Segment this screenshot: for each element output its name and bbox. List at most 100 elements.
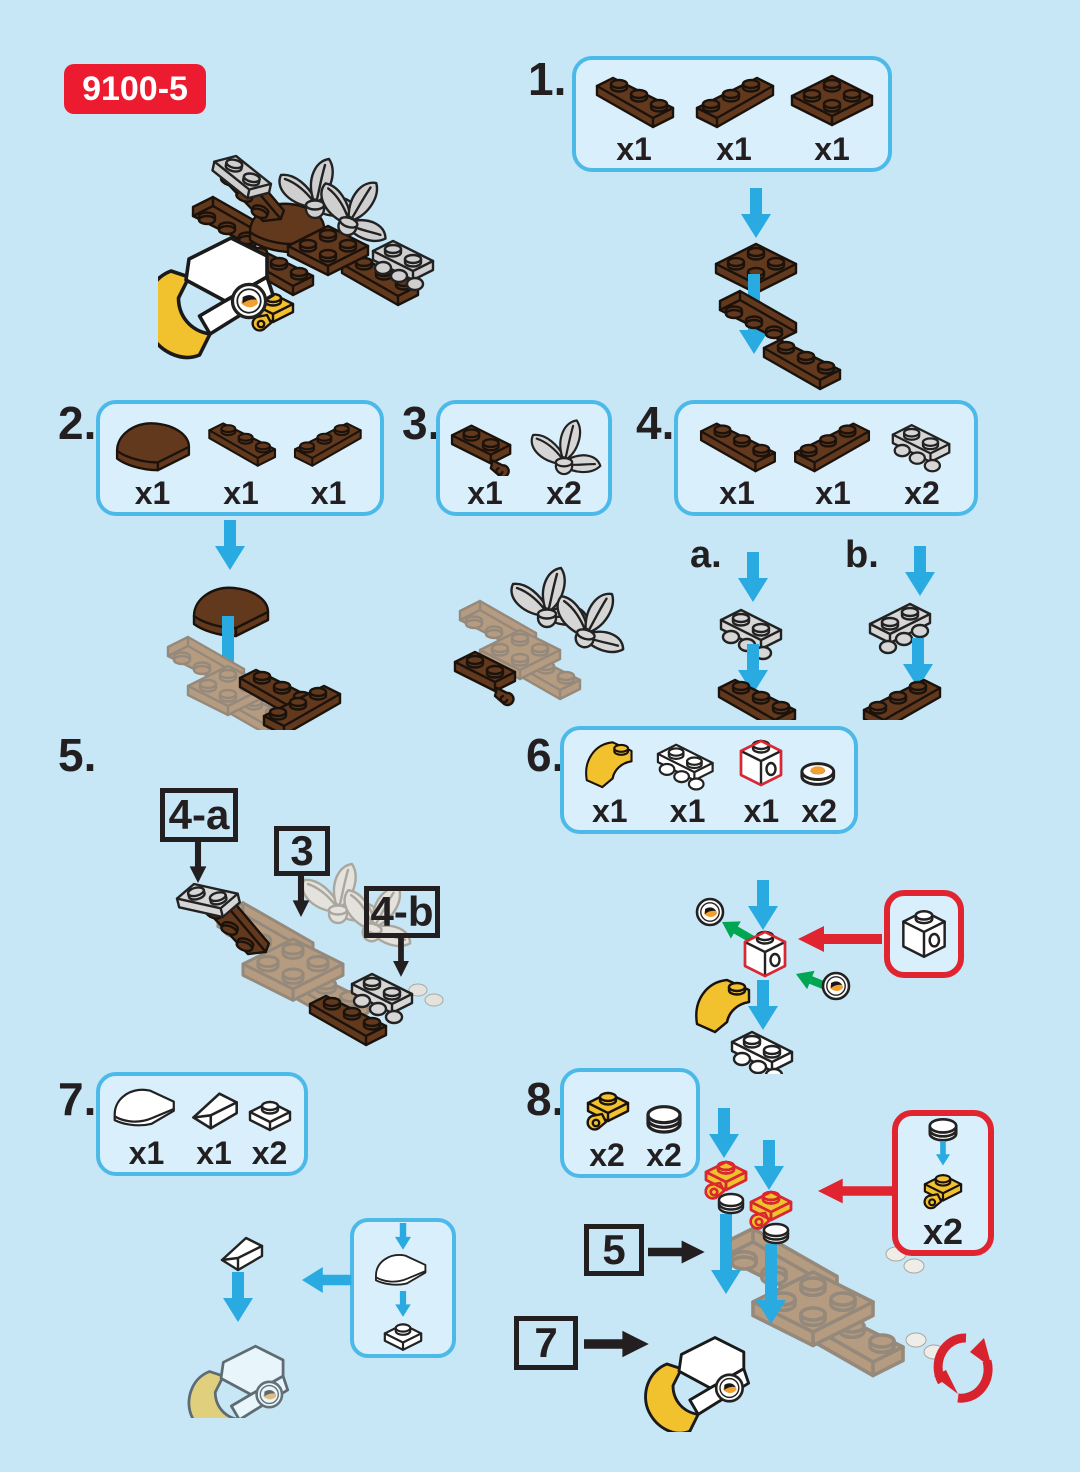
step1-number: 1. <box>528 53 567 105</box>
step6-assembly-diagram <box>672 880 851 1074</box>
part-qty: x1 <box>223 475 259 511</box>
white-feather-plate-icon <box>650 732 726 794</box>
eye-tile-face-icon <box>695 897 725 927</box>
step4a-label: a. <box>690 534 722 576</box>
step4b-label: b. <box>845 534 879 576</box>
step3-number: 3. <box>402 397 441 449</box>
step3-parts-box: x1 x2 <box>436 400 612 516</box>
step1-parts-box: x1 x1 x1 <box>572 56 892 172</box>
ref-label: 7 <box>534 1319 558 1366</box>
white-curved-slope-icon <box>113 1088 175 1127</box>
part-qty: x1 <box>814 131 850 167</box>
white-headlight-brick-icon <box>740 739 783 787</box>
white-curved-slope-icon <box>375 1253 427 1286</box>
brown-2x2-plate-icon <box>786 66 878 132</box>
brown-right-wedge-plate-icon <box>686 66 782 132</box>
blue-down-arrow-icon <box>738 552 768 602</box>
blue-down-arrow-icon <box>935 1142 951 1166</box>
part-qty: x2 <box>801 793 837 829</box>
step2-parts-box: x1 x1 x1 <box>96 400 384 516</box>
blue-down-arrow-icon <box>215 520 245 570</box>
red-arrow-icon <box>818 1178 898 1204</box>
callout-qty: x2 <box>922 1211 964 1252</box>
brown-left-wedge-plate-icon <box>199 414 283 476</box>
blue-down-arrow-icon <box>748 880 778 930</box>
gray-plume-icon <box>530 419 602 476</box>
step8-ref-7-box: 7 <box>514 1316 578 1370</box>
part-qty: x1 <box>467 475 503 511</box>
brown-left-wedge-plate-icon <box>586 66 682 132</box>
step5-ref-4b-box: 4-b <box>364 886 440 938</box>
part-qty: x1 <box>716 131 752 167</box>
part-qty: x1 <box>128 1135 165 1171</box>
brown-clip-plate-icon <box>446 414 524 476</box>
black-down-arrow-icon <box>292 876 310 918</box>
black-right-arrow-icon <box>648 1240 705 1264</box>
ghost-body-underside <box>723 1229 903 1376</box>
brown-right-wedge-plate-icon <box>287 414 371 476</box>
part-qty: x2 <box>251 1135 288 1171</box>
step4b-assembly-diagram <box>828 546 998 720</box>
part-qty: x1 <box>134 475 171 511</box>
step3-assembly-diagram <box>415 566 639 722</box>
step4a-assembly-diagram <box>683 552 838 720</box>
brown-right-wedge-plate-icon <box>790 412 876 476</box>
ref-label: 3 <box>290 827 314 874</box>
white-1x1-plate-icon <box>380 1318 426 1354</box>
finished-model-preview <box>158 126 470 378</box>
step4-parts-box: x1 x1 x2 <box>674 400 978 516</box>
rotate-model-icon <box>933 1333 993 1403</box>
blue-down-arrow-icon <box>905 546 935 596</box>
eye-tile-face-icon <box>821 971 851 1001</box>
brown-curved-slope-icon <box>115 422 190 472</box>
black-right-arrow-icon <box>584 1330 649 1358</box>
part-qty: x1 <box>310 475 347 511</box>
step5-ref-4a-box: 4-a <box>160 788 238 842</box>
yellow-clip-plate-icon <box>914 1167 972 1214</box>
step4-number: 4. <box>636 397 675 449</box>
ref-label: 5 <box>602 1226 626 1273</box>
step1-assembly-diagram <box>630 188 960 397</box>
white-headlight-brick-icon <box>895 902 953 966</box>
ghost-plumes <box>301 862 444 1007</box>
blue-down-arrow-icon <box>709 1108 739 1158</box>
step7-callout-box <box>350 1218 456 1358</box>
black-down-arrow-icon <box>393 938 409 977</box>
blue-down-arrow-icon <box>394 1222 412 1250</box>
part-qty: x2 <box>646 1137 682 1173</box>
step2-assembly-diagram <box>128 520 378 730</box>
white-1x1-plate-icon <box>246 1094 294 1136</box>
part-qty: x1 <box>592 793 628 829</box>
step8-red-callout: x2 <box>892 1110 994 1256</box>
yellow-curved-slope-icon <box>577 732 643 794</box>
eye-tile-icon <box>801 762 835 786</box>
step7-assembly-diagram <box>178 1236 338 1418</box>
part-qty: x2 <box>589 1137 625 1173</box>
part-qty: x1 <box>743 793 780 829</box>
step6-parts-box: x1 x1 x1 x2 <box>560 726 858 834</box>
set-number: 9100-5 <box>82 69 188 108</box>
part-qty: x1 <box>616 131 652 167</box>
ref-label: 4-a <box>168 791 230 838</box>
step8-ref-5-box: 5 <box>584 1224 644 1276</box>
ref-label: 4-b <box>370 888 434 935</box>
part-qty: x1 <box>196 1135 232 1171</box>
white-slope-icon <box>192 1092 238 1130</box>
black-down-arrow-icon <box>189 842 207 884</box>
step5-number: 5. <box>58 729 97 781</box>
part-qty: x2 <box>904 475 940 511</box>
blue-down-arrow-icon <box>395 1290 411 1317</box>
step7-parts-box: x1 x1 x2 <box>96 1072 308 1176</box>
red-arrow-icon <box>798 926 882 952</box>
step7-number: 7. <box>58 1073 97 1125</box>
blue-down-arrow-icon <box>741 188 771 238</box>
blue-left-arrow-icon <box>302 1267 352 1293</box>
step8-parts-box: x2 x2 <box>560 1068 700 1178</box>
part-qty: x1 <box>815 475 851 511</box>
step6-number: 6. <box>526 729 565 781</box>
part-qty: x1 <box>719 475 755 511</box>
blue-down-arrow-icon <box>748 980 778 1030</box>
brown-left-wedge-plate-icon <box>689 412 785 476</box>
blue-down-arrow-icon <box>754 1140 784 1190</box>
